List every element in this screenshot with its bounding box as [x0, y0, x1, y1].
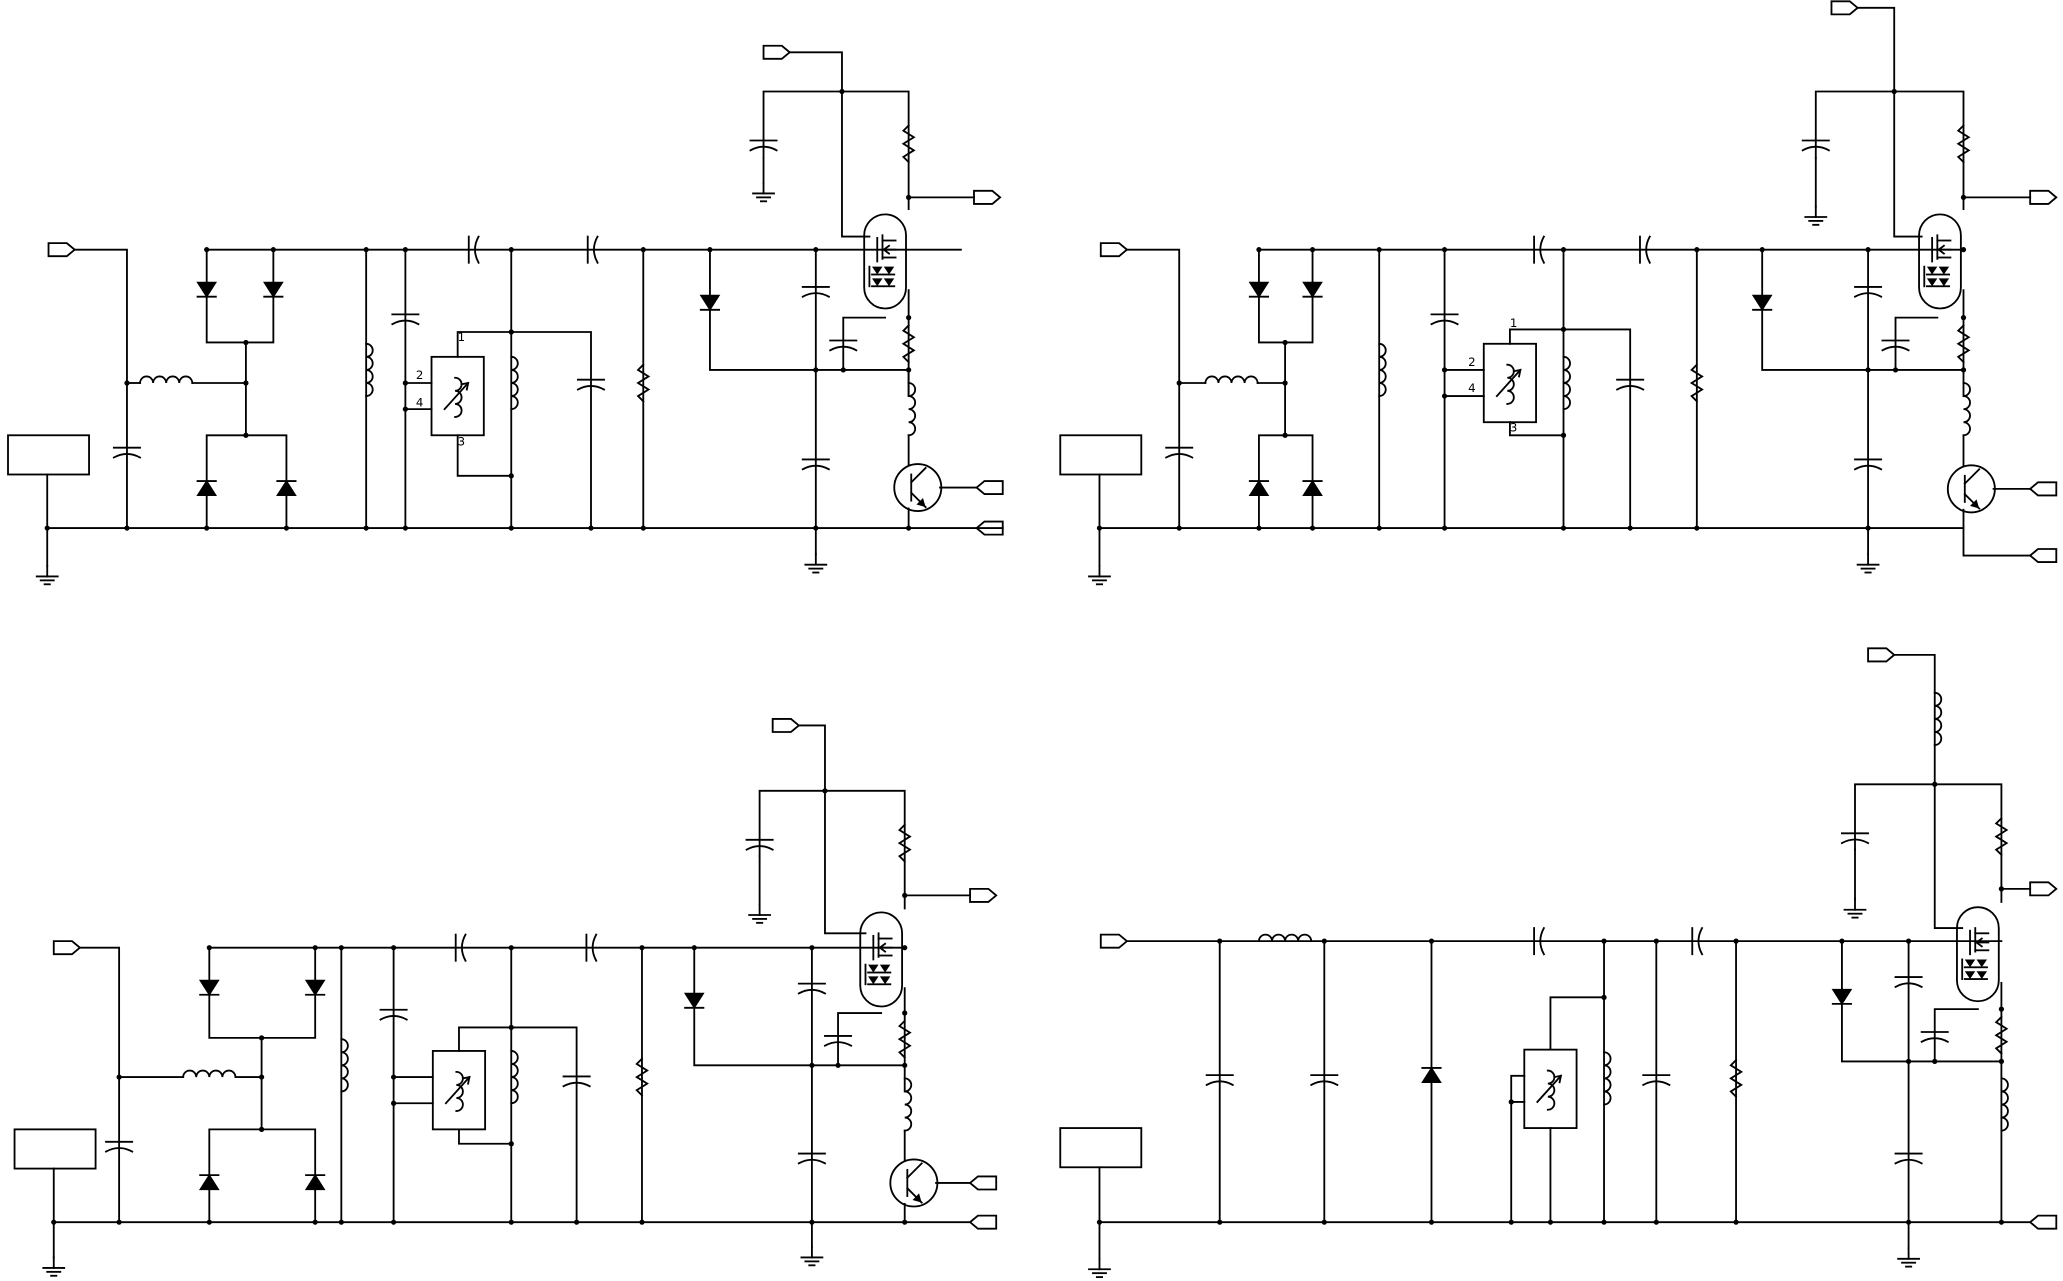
supply-port-3 [773, 719, 799, 732]
xfmr2-pin-4: 4 [1468, 381, 1475, 395]
inductor-l1 [140, 376, 192, 383]
xfmr2-pin-3: 3 [1510, 420, 1517, 434]
ground-symbol-1 [37, 566, 58, 584]
varactor-diode-13 [1422, 1068, 1440, 1082]
output-port-1 [974, 191, 1000, 204]
input-port-4 [1101, 935, 1127, 948]
xfmr1-pin-3: 3 [458, 435, 465, 449]
mosfet-q3 [860, 912, 902, 1006]
control-port-2 [2030, 482, 2056, 495]
varactor-diode-9 [200, 980, 218, 994]
oscillator-circuit-top-left: 2 4 1 3 [8, 46, 1003, 585]
ground-symbol-10 [1089, 1259, 1110, 1277]
ground-symbol-11 [1898, 1248, 1919, 1266]
output-port-3 [970, 889, 996, 902]
supply-port-2 [1831, 1, 1857, 14]
inductor-l12 [905, 1078, 912, 1130]
mosfet-q2 [1919, 214, 1961, 308]
junctions-2 [1097, 89, 1966, 531]
inductor-l13 [1259, 935, 1311, 942]
ground-symbol-2 [805, 554, 826, 572]
varactor-diode-6 [1303, 282, 1321, 296]
varactor-diode-3 [198, 481, 216, 495]
control-port-1 [977, 481, 1003, 494]
ground-port-4 [2030, 1216, 2056, 1229]
npn-transistor-2 [1948, 465, 1995, 512]
varactor-diode-11 [200, 1175, 218, 1189]
inductor-l4 [909, 383, 916, 435]
junctions-1 [45, 89, 912, 531]
ground-port-3 [970, 1216, 996, 1229]
diode-d1 [701, 295, 719, 309]
input-port-2 [1101, 243, 1127, 256]
varactor-diode-1 [198, 282, 216, 296]
ground-symbol-6 [1805, 207, 1826, 225]
tunable-transformer-4 [1524, 1050, 1576, 1128]
ground-symbol-9 [749, 905, 770, 923]
ground-port-2 [2030, 549, 2056, 562]
inductor-l11 [511, 1051, 518, 1103]
inductor-l9 [183, 1071, 235, 1078]
supply-port-4 [1868, 648, 1894, 661]
diode-d2 [1753, 295, 1771, 309]
diode-d4 [1833, 990, 1851, 1004]
ground-symbol-8 [801, 1247, 822, 1265]
signal-source-box-3 [15, 1129, 96, 1168]
inductor-l3 [511, 357, 518, 409]
varactor-diode-12 [306, 1175, 324, 1189]
signal-source-box-4 [1060, 1128, 1141, 1167]
output-port-4 [2030, 882, 2056, 895]
ground-symbol-3 [753, 183, 774, 201]
inductor-l16 [2001, 1078, 2008, 1130]
control-port-3 [970, 1176, 996, 1189]
inductor-l7 [1564, 357, 1571, 409]
xfmr2-pin-1: 1 [1510, 316, 1517, 330]
inductor-l8 [1963, 383, 1970, 435]
junctions-3 [51, 788, 907, 1225]
tunable-transformer-1 [432, 357, 484, 435]
inductor-l10 [341, 1039, 348, 1091]
ground-symbol-4 [1089, 566, 1110, 584]
signal-source-box-2 [1060, 435, 1141, 474]
xfmr1-pin-2: 2 [416, 368, 423, 382]
ground-symbol-7 [43, 1257, 64, 1275]
oscillator-circuit-top-right: 1 2 4 3 [1060, 1, 2056, 584]
varactor-diode-10 [306, 980, 324, 994]
inductor-l14 [1604, 1052, 1611, 1104]
signal-source-box-1 [8, 435, 89, 474]
tunable-transformer-3 [433, 1051, 485, 1129]
varactor-diode-4 [277, 481, 295, 495]
oscillator-circuit-bottom-left [15, 719, 997, 1276]
output-port-2 [2030, 191, 2056, 204]
ground-symbol-5 [1858, 554, 1879, 572]
varactor-diode-7 [1250, 481, 1268, 495]
mosfet-q4 [1957, 907, 1999, 1001]
input-port-3 [54, 941, 80, 954]
varactor-diode-5 [1250, 282, 1268, 296]
varactor-diode-2 [264, 282, 282, 296]
npn-transistor-3 [890, 1159, 937, 1206]
oscillator-circuit-bottom-right [1060, 648, 2056, 1277]
inductor-l6 [1379, 344, 1386, 396]
supply-port-1 [764, 46, 790, 59]
mosfet-q1 [864, 214, 906, 308]
inductor-l2 [366, 344, 373, 396]
xfmr1-pin-4: 4 [416, 396, 423, 410]
inductor-l15 [1935, 693, 1942, 745]
npn-transistor-1 [894, 464, 941, 511]
ground-symbol-12 [1845, 899, 1866, 917]
xfmr2-pin-2: 2 [1468, 355, 1475, 369]
inductor-l5 [1205, 376, 1257, 383]
varactor-diode-8 [1303, 481, 1321, 495]
diode-d3 [685, 993, 703, 1007]
tunable-transformer-2 [1484, 344, 1536, 422]
input-port-1 [49, 243, 75, 256]
